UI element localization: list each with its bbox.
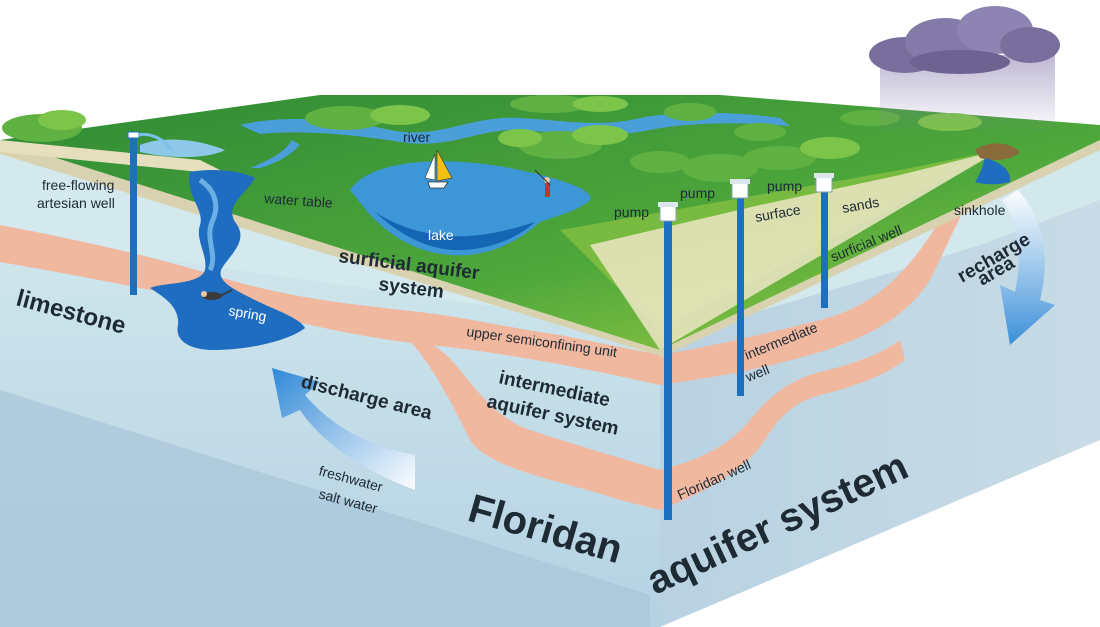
fisherman-icon — [534, 169, 551, 197]
sinkhole-pit — [975, 143, 1020, 160]
spring-conduit — [150, 170, 305, 350]
sailboat-icon — [424, 149, 453, 189]
recharge-arrow — [1000, 190, 1055, 345]
sinkhole-feature — [975, 143, 1020, 185]
river-left-pool — [140, 139, 225, 158]
pump-icon — [730, 179, 750, 199]
right-face-base — [660, 140, 1100, 627]
right-lower-confining — [660, 340, 905, 510]
pump-label-3: pump — [767, 178, 802, 194]
floridan-well — [658, 202, 678, 520]
pump-icon — [658, 202, 678, 222]
artesian-well — [127, 131, 174, 295]
river-label: river — [403, 129, 431, 145]
sinkhole-label: sinkhole — [954, 202, 1006, 218]
sand-rim-left — [0, 140, 230, 175]
upper-confining-layer — [0, 225, 660, 385]
river-body — [240, 112, 790, 144]
water-table-label: water table — [263, 190, 334, 211]
surface-label: surface — [754, 201, 802, 225]
spring-label: spring — [227, 302, 267, 324]
river-branch — [250, 140, 300, 168]
left-face — [0, 140, 660, 627]
spring-channel — [150, 170, 305, 350]
free-flowing-label-2: artesian well — [37, 195, 115, 211]
free-flowing-label-1: free-flowing — [42, 177, 114, 193]
pump-label-1: pump — [614, 204, 649, 220]
lake-label: lake — [428, 227, 454, 243]
right-confining-layer — [660, 190, 975, 385]
sand-rim-right — [590, 150, 1000, 350]
pump-label-2: pump — [680, 185, 715, 201]
pump-icon — [814, 173, 834, 193]
surficial-well — [814, 173, 834, 308]
diver-icon — [201, 289, 233, 300]
lake — [350, 161, 591, 256]
intermediate-well — [730, 179, 750, 396]
right-face-top-sand — [660, 140, 1100, 358]
cloud-icon — [869, 6, 1060, 135]
left-face-bottom-edge — [0, 390, 650, 627]
intermediate-confining-lens — [400, 330, 660, 510]
lake-deep — [375, 212, 535, 251]
discharge-arrow — [272, 368, 415, 490]
river — [140, 112, 790, 168]
left-face-top-sand — [0, 140, 660, 356]
sinkhole-water — [975, 158, 1011, 185]
spring-highlight — [198, 177, 219, 272]
sands-label: sands — [841, 194, 881, 216]
